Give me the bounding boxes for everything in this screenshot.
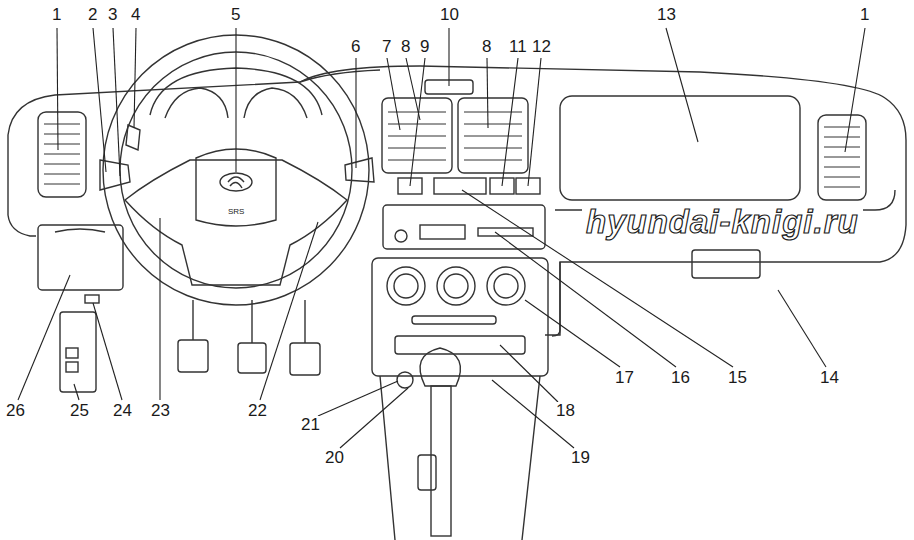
callout-number: 3 [107,6,118,24]
callout-number: 26 [5,402,26,420]
callout-number: 11 [508,38,528,56]
callout-number: 10 [439,6,460,24]
callout-number: 8 [481,38,492,56]
callout-number: 8 [400,38,411,56]
callout-number: 4 [130,6,141,24]
callout-number: 17 [614,369,635,387]
callout-number: 19 [570,449,591,467]
callout-number: 25 [69,402,90,420]
callout-number: 23 [150,402,171,420]
callout-number: 12 [531,38,552,56]
callout-number: 24 [112,402,133,420]
airbag-marking: SRS [228,207,244,216]
callout-number: 6 [350,38,361,56]
callout-number: 15 [727,369,748,387]
callout-number: 20 [324,449,345,467]
callout-number: 14 [819,369,840,387]
callout-number: 21 [300,416,321,434]
callout-number: 1 [859,6,870,24]
callout-number: 2 [87,6,98,24]
watermark: hyundai-knigi.ru [582,204,863,240]
callout-number: 16 [670,369,691,387]
callout-number: 5 [230,6,241,24]
callout-number: 18 [555,402,576,420]
callout-number: 9 [419,38,430,56]
callout-number: 22 [247,402,268,420]
callout-number: 7 [381,38,392,56]
callout-number: 1 [51,6,62,24]
callout-number: 13 [656,6,677,24]
